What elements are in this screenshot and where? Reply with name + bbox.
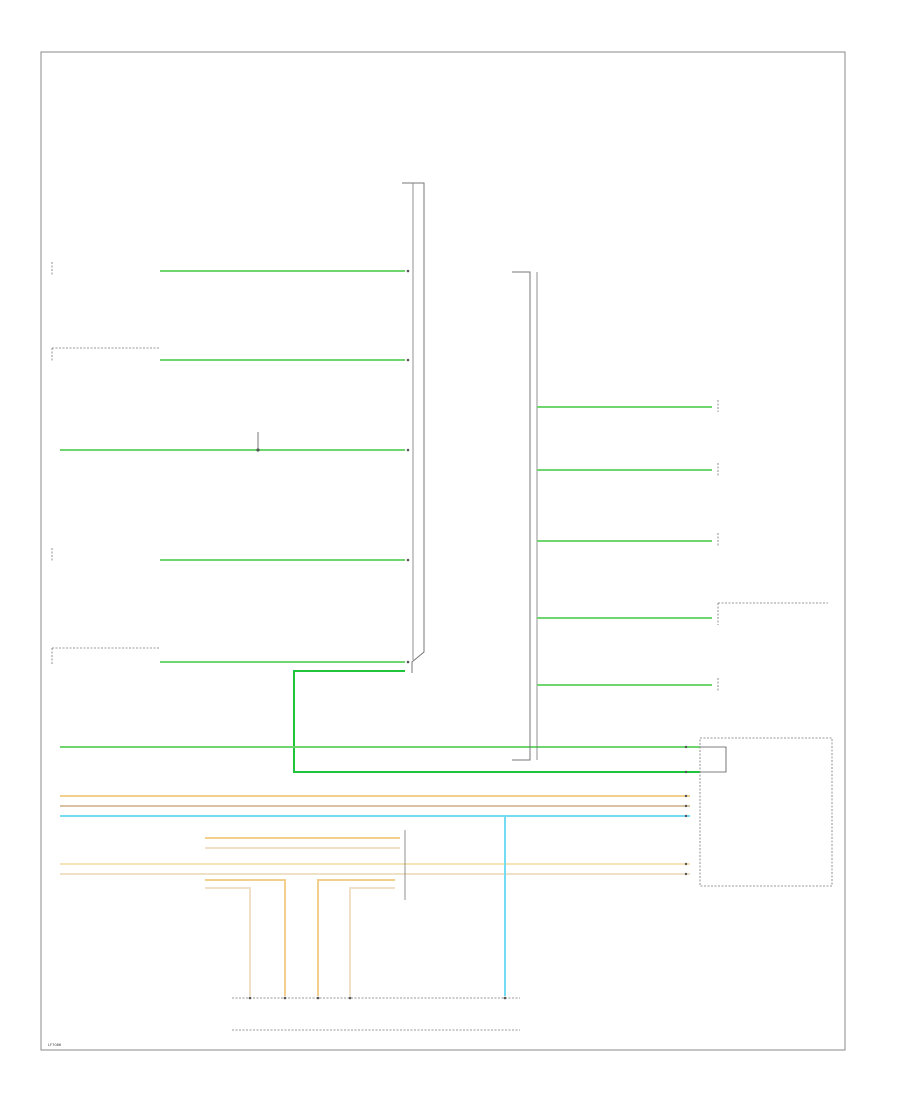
- green-loop-wire: [293, 670, 700, 773]
- splice-packs: [205, 830, 406, 996]
- green-loop-end: [700, 746, 727, 773]
- left-lt-green-wires: [60, 270, 405, 663]
- right-module-bus: [512, 271, 538, 761]
- right-module-stubs: [699, 400, 833, 887]
- ground-bar: [232, 996, 520, 1031]
- splice-marker: [256, 432, 260, 452]
- lt-blue-drop: [500, 815, 506, 996]
- left-module-stubs: [51, 262, 160, 664]
- footer-code: LF7086: [48, 1043, 62, 1047]
- diagram-frame: [40, 51, 846, 1051]
- tan-bus-wires: [60, 795, 690, 875]
- right-green-wires: [537, 406, 712, 686]
- left-connector-block: [402, 182, 425, 673]
- right-bus-pins: [684, 745, 688, 876]
